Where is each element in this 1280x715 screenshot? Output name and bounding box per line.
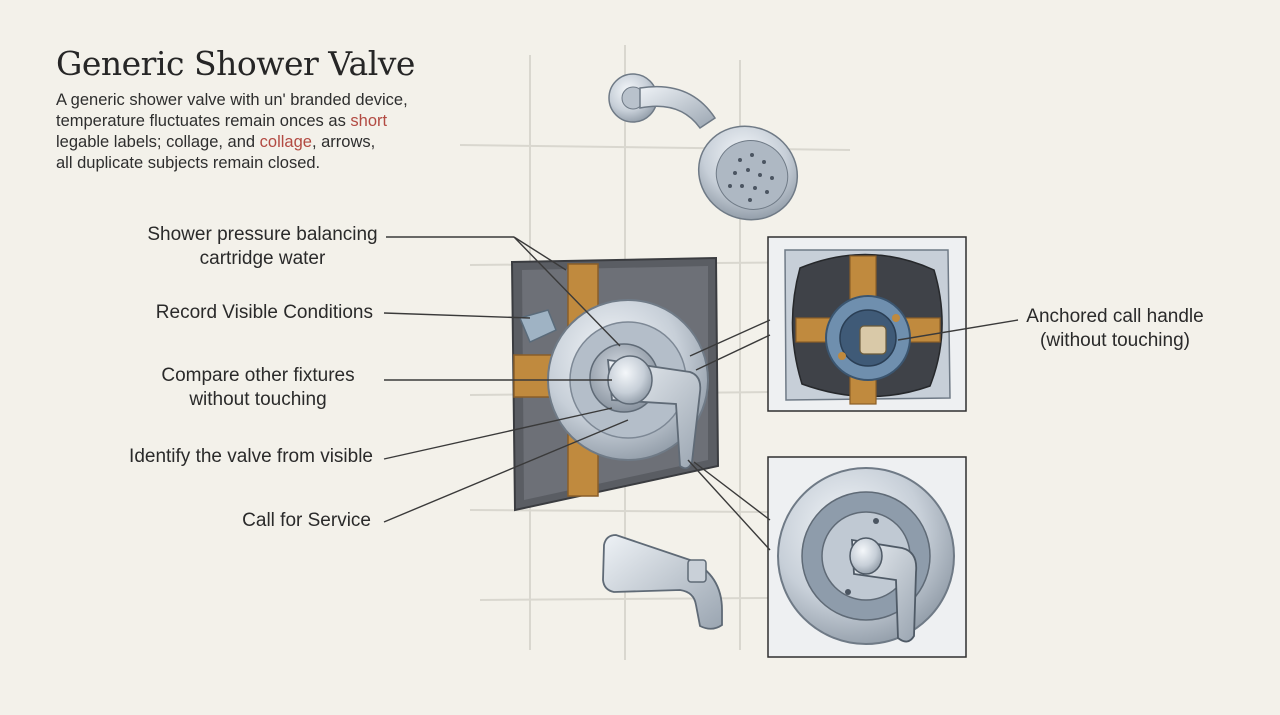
- label-call-service: Call for Service: [242, 510, 371, 531]
- leader-lines: [383, 236, 1019, 551]
- description-highlight-collage: collage: [259, 133, 312, 151]
- description-line-3: legable labels; collage, and: [56, 133, 260, 151]
- description-line-2: temperature fluctuates remain onces as: [56, 112, 351, 130]
- label-anchored-line-2: (without touching): [1040, 330, 1190, 351]
- tub-spout-icon: [602, 534, 723, 630]
- label-anchored-line-1: Anchored call handle: [1026, 306, 1204, 327]
- description-line-4: all duplicate subjects remain closed.: [56, 154, 321, 172]
- description-line-1: A generic shower valve with un' branded …: [56, 91, 408, 109]
- cartridge-inset-icon: [767, 236, 967, 412]
- label-compare-line-2: without touching: [189, 389, 327, 410]
- label-record-conditions: Record Visible Conditions: [155, 302, 373, 323]
- label-pressure-cartridge: Shower pressure balancing cartridge wate…: [140, 223, 385, 271]
- handle-inset-icon: [767, 456, 967, 658]
- description: A generic shower valve with un' branded …: [56, 90, 476, 174]
- label-pressure-line-2: cartridge water: [199, 248, 326, 269]
- description-highlight-short: short: [350, 112, 388, 130]
- shower-head-icon: [608, 73, 799, 221]
- label-compare-line-1: Compare other fixtures: [161, 365, 355, 386]
- label-anchored-handle: Anchored call handle (without touching): [1018, 305, 1212, 353]
- valve-trim-icon: [547, 299, 709, 470]
- label-pressure-line-1: Shower pressure balancing: [147, 224, 378, 245]
- description-line-3-end: , arrows,: [311, 133, 376, 151]
- label-compare-fixtures: Compare other fixtures without touching: [150, 364, 366, 412]
- label-identify-valve: Identify the valve from visible: [129, 446, 373, 467]
- page-title: Generic Shower Valve: [56, 44, 415, 83]
